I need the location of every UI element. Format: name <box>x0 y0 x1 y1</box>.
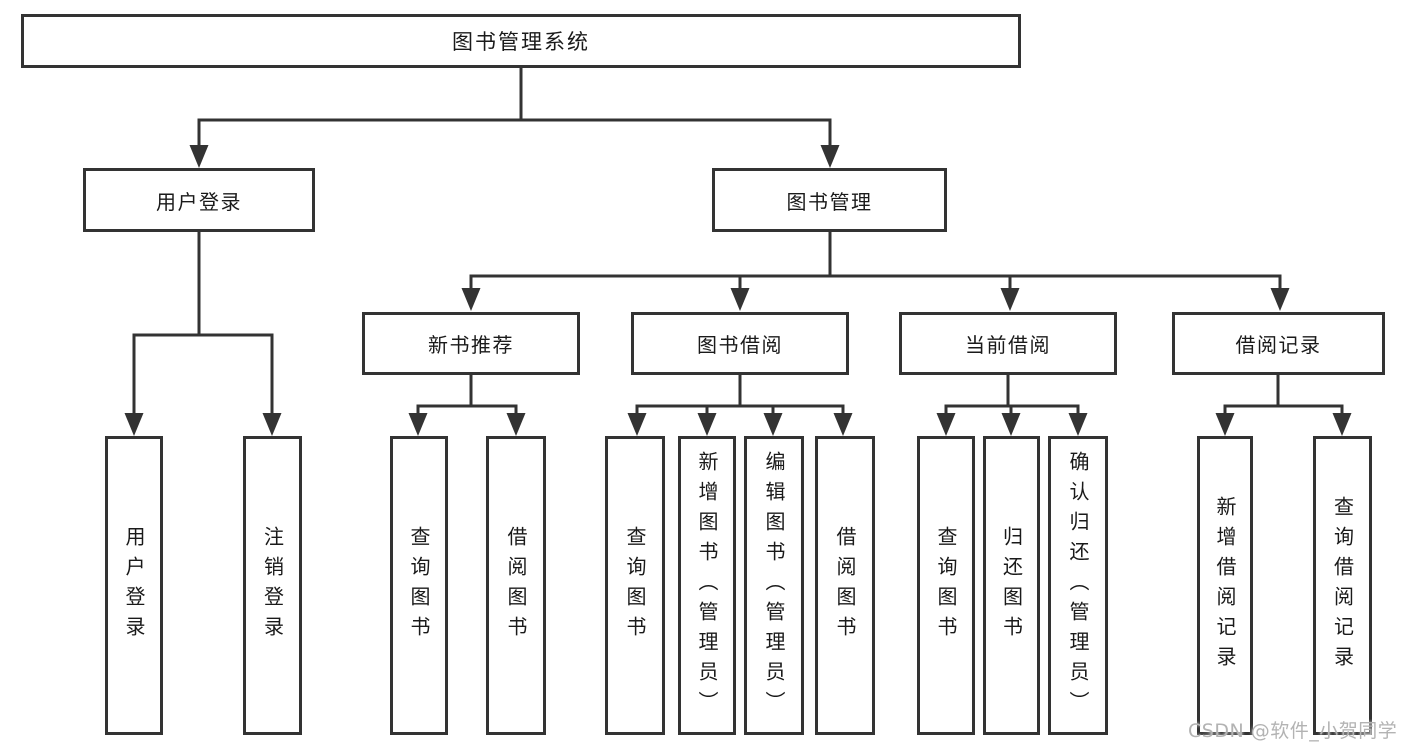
node-book-management: 图书管理 <box>712 168 947 232</box>
leaf-user-login: 用户登录 <box>105 436 163 735</box>
node-current-borrow-label: 当前借阅 <box>965 333 1051 357</box>
leaf-br-add-record: 新增借阅记录 <box>1197 436 1253 735</box>
arrowhead-icon <box>936 413 956 436</box>
leaf-cb-return-book-label: 归还图书 <box>999 525 1024 646</box>
leaf-bb-add-book-admin: 新增图书（管理员） <box>678 436 736 735</box>
arrowhead-icon <box>1001 413 1021 436</box>
leaf-bb-add-book-admin-label: 新增图书（管理员） <box>695 450 719 721</box>
node-borrow-records-label: 借阅记录 <box>1235 333 1322 357</box>
leaf-nbr-borrow-book-label: 借阅图书 <box>504 525 528 646</box>
node-user-login-label: 用户登录 <box>156 189 242 214</box>
leaf-bb-borrow-book-label: 借阅图书 <box>833 525 857 646</box>
arrowhead-icon <box>1000 288 1020 311</box>
arrowhead-icon <box>730 288 750 311</box>
arrowhead-icon <box>820 145 840 168</box>
node-book-management-label: 图书管理 <box>786 189 873 214</box>
watermark: CSDN @软件_小贺同学 <box>1188 720 1398 742</box>
leaf-br-query-record-label: 查询借阅记录 <box>1330 495 1355 676</box>
leaf-cb-query-book-label: 查询图书 <box>934 525 958 646</box>
node-current-borrow: 当前借阅 <box>899 312 1117 375</box>
arrowhead-icon <box>1215 413 1235 436</box>
node-new-book-recommend: 新书推荐 <box>362 312 580 375</box>
leaf-nbr-query-book-label: 查询图书 <box>407 525 431 646</box>
arrowhead-icon <box>189 145 209 168</box>
arrowhead-icon <box>697 413 717 436</box>
leaf-cb-confirm-return-admin-label: 确认归还（管理员） <box>1066 450 1090 721</box>
node-root-label: 图书管理系统 <box>452 30 590 54</box>
leaf-logout-login: 注销登录 <box>243 436 302 735</box>
leaf-bb-borrow-book: 借阅图书 <box>815 436 875 735</box>
leaf-bb-query-book: 查询图书 <box>605 436 665 735</box>
leaf-nbr-borrow-book: 借阅图书 <box>486 436 546 735</box>
arrowhead-icon <box>833 413 853 436</box>
leaf-br-query-record: 查询借阅记录 <box>1313 436 1372 735</box>
arrowhead-icon <box>408 413 428 436</box>
arrowhead-icon <box>262 413 282 436</box>
leaf-cb-confirm-return-admin: 确认归还（管理员） <box>1048 436 1108 735</box>
node-book-borrow-label: 图书借阅 <box>697 333 783 357</box>
arrowhead-icon <box>627 413 647 436</box>
arrowhead-icon <box>1270 288 1290 311</box>
leaf-cb-return-book: 归还图书 <box>983 436 1040 735</box>
arrowhead-icon <box>461 288 481 311</box>
leaf-bb-edit-book-admin-label: 编辑图书（管理员） <box>762 450 786 721</box>
arrowhead-icon <box>506 413 526 436</box>
node-book-borrow: 图书借阅 <box>631 312 849 375</box>
leaf-logout-login-label: 注销登录 <box>260 525 285 646</box>
node-new-book-recommend-label: 新书推荐 <box>428 333 514 357</box>
leaf-bb-query-book-label: 查询图书 <box>623 525 647 646</box>
leaf-br-add-record-label: 新增借阅记录 <box>1213 495 1237 676</box>
node-user-login: 用户登录 <box>83 168 315 232</box>
arrowhead-icon <box>1332 413 1352 436</box>
arrowhead-icon <box>124 413 144 436</box>
leaf-bb-edit-book-admin: 编辑图书（管理员） <box>744 436 804 735</box>
node-root: 图书管理系统 <box>21 14 1021 68</box>
arrowhead-icon <box>763 413 783 436</box>
leaf-nbr-query-book: 查询图书 <box>390 436 448 735</box>
arrowhead-icon <box>1068 413 1088 436</box>
leaf-user-login-label: 用户登录 <box>122 525 146 646</box>
node-borrow-records: 借阅记录 <box>1172 312 1385 375</box>
leaf-cb-query-book: 查询图书 <box>917 436 975 735</box>
